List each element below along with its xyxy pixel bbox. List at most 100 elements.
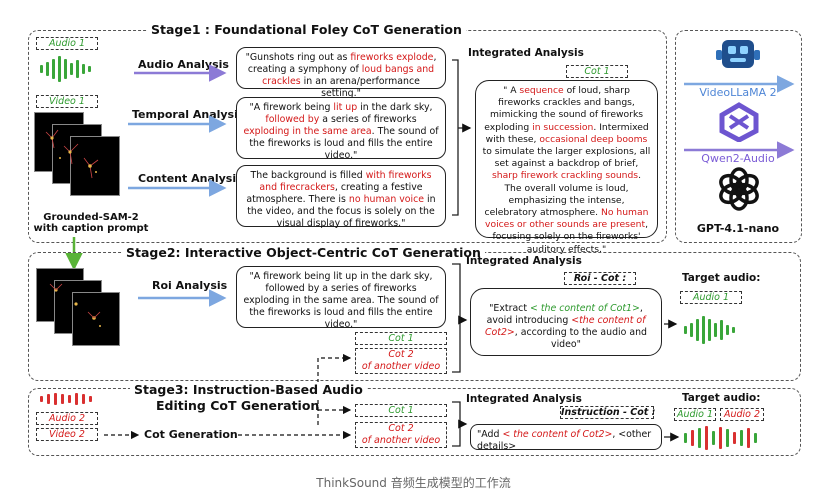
audio2-waveform bbox=[40, 392, 98, 406]
waveform-bar bbox=[696, 319, 699, 341]
text-segment: < the content of Cot2> bbox=[502, 429, 613, 440]
fireworks-sparks-2 bbox=[49, 283, 101, 327]
stage2-cot1-tag: Cot 1 bbox=[355, 332, 447, 345]
waveform-bar bbox=[733, 432, 736, 444]
text-segment: "Add bbox=[477, 429, 503, 440]
waveform-bar bbox=[754, 433, 757, 443]
roi-cot-tag: Roi - Cot : bbox=[564, 272, 636, 285]
qwen-label: Qwen2-Audio bbox=[701, 152, 775, 165]
audio1-tag: Audio 1 bbox=[36, 37, 98, 50]
waveform-bar bbox=[712, 431, 715, 445]
stage1-cot1-tag: Cot 1 bbox=[566, 65, 628, 78]
text-segment: "Gunshots ring out as bbox=[245, 52, 351, 63]
audio-analysis-label: Audio Analysis bbox=[138, 58, 229, 71]
text-segment: fireworks explode bbox=[350, 52, 434, 63]
stage3-cot2-tag: Cot 2 of another video bbox=[355, 422, 447, 448]
waveform-bar bbox=[47, 394, 50, 404]
stage3-title-line2: Editing CoT Generation bbox=[156, 398, 320, 413]
temporal-analysis-box: "A firework being lit up in the dark sky… bbox=[236, 97, 446, 161]
waveform-bar bbox=[720, 320, 723, 340]
text-segment: exploding in the same area bbox=[243, 126, 372, 137]
stage3-cot2-line1: Cot 2 bbox=[388, 423, 414, 434]
figure-caption: ThinkSound 音频生成模型的工作流 bbox=[316, 476, 511, 490]
text-segment: , creating a festive atmosphere. There i… bbox=[246, 182, 423, 205]
waveform-bar bbox=[40, 65, 43, 73]
waveform-bar bbox=[40, 396, 43, 402]
text-segment: , creating a symphony of bbox=[247, 52, 437, 75]
content-analysis-box: The background is filled with fireworks … bbox=[236, 165, 446, 229]
stage1-integrated-box: " A sequence of loud, sharp fireworks cr… bbox=[475, 80, 658, 255]
stage2-target-label: Target audio: bbox=[682, 272, 761, 284]
add-instruction-box: "Add < the content of Cot2>, <other deta… bbox=[470, 424, 662, 452]
waveform-bar bbox=[52, 59, 55, 79]
stage2-integrated-label: Integrated Analysis bbox=[466, 255, 582, 267]
fireworks-sparks-1 bbox=[45, 129, 99, 179]
text-segment: < the content of Cot1> bbox=[530, 303, 640, 314]
text-segment: . Intermixed with these, bbox=[485, 121, 649, 145]
roi-analysis-box: "A firework being lit up in the dark sky… bbox=[236, 266, 446, 330]
text-segment: , according to the audio and video" bbox=[514, 327, 647, 350]
text-segment: , avoid introducing bbox=[486, 303, 643, 326]
waveform-bar bbox=[88, 66, 91, 72]
audio2-tag: Audio 2 bbox=[36, 412, 98, 425]
text-segment: in succession bbox=[532, 121, 594, 133]
waveform-bar bbox=[70, 63, 73, 75]
waveform-bar bbox=[82, 64, 85, 74]
roi-analysis-label: Roi Analysis bbox=[152, 279, 228, 292]
instruction-cot-tag: Instruction - Cot : bbox=[560, 406, 656, 419]
stage3-title-line1: Stage3: Instruction-Based Audio bbox=[130, 382, 367, 397]
video-frame-3 bbox=[70, 136, 120, 196]
waveform-bar bbox=[61, 394, 64, 404]
text-segment: lit up bbox=[333, 102, 358, 113]
text-segment: occasional deep booms bbox=[539, 133, 648, 145]
text-segment: with fireworks and firecrackers bbox=[259, 170, 432, 193]
gpt-icon bbox=[719, 167, 759, 211]
stage2-target-waveform bbox=[684, 316, 744, 344]
video2-tag: Video 2 bbox=[36, 428, 98, 441]
videollama-label: VideoLLaMA 2 bbox=[699, 86, 777, 99]
waveform-bar bbox=[58, 56, 61, 82]
text-segment: a series of fireworks bbox=[319, 114, 417, 125]
text-segment: No human voices or other sounds are pres… bbox=[485, 207, 649, 231]
waveform-bar bbox=[89, 396, 92, 402]
audio-analysis-box: "Gunshots ring out as fireworks explode,… bbox=[236, 47, 446, 99]
text-segment: loud bangs and crackles bbox=[262, 64, 435, 87]
text-segment: "Extract bbox=[489, 303, 530, 314]
waveform-bar bbox=[726, 325, 729, 335]
waveform-bar bbox=[76, 60, 79, 78]
waveform-bar bbox=[75, 393, 78, 405]
waveform-bar bbox=[684, 433, 687, 443]
waveform-bar bbox=[691, 430, 694, 446]
text-segment: "A firework being bbox=[249, 102, 334, 113]
waveform-bar bbox=[82, 394, 85, 404]
waveform-bar bbox=[747, 428, 750, 448]
waveform-bar bbox=[54, 393, 57, 405]
text-segment: . The sound of the fireworks is loud and… bbox=[249, 126, 439, 161]
waveform-bar bbox=[719, 427, 722, 449]
qwen-icon bbox=[719, 102, 759, 142]
text-segment: in the dark sky, bbox=[357, 102, 433, 113]
waveform-bar bbox=[68, 395, 71, 403]
model-panel bbox=[675, 30, 802, 243]
waveform-bar bbox=[698, 428, 701, 448]
stage1-integrated-label: Integrated Analysis bbox=[468, 47, 584, 59]
waveform-bar bbox=[690, 323, 693, 337]
waveform-bar bbox=[740, 430, 743, 446]
stage3-cot2-line2: of another video bbox=[361, 435, 441, 446]
stage3-panel bbox=[28, 388, 801, 456]
text-segment: followed by bbox=[265, 114, 320, 125]
stage2-target-tag: Audio 1 bbox=[680, 291, 742, 304]
videollama-icon bbox=[716, 40, 760, 68]
text-segment: sequence bbox=[519, 85, 564, 96]
stage3-integrated-label: Integrated Analysis bbox=[466, 393, 582, 405]
grounded-sam-line1: Grounded-SAM-2 bbox=[43, 212, 139, 223]
stage3-target-waveform bbox=[684, 425, 760, 451]
waveform-bar bbox=[708, 319, 711, 341]
text-segment: . The overall volume is loud, emphasizin… bbox=[484, 170, 642, 219]
gpt-label: GPT-4.1-nano bbox=[696, 222, 780, 235]
text-segment: " A bbox=[503, 85, 520, 96]
stage2-title: Stage2: Interactive Object-Centric CoT G… bbox=[122, 245, 485, 260]
extract-box: "Extract < the content of Cot1>, avoid i… bbox=[470, 288, 662, 356]
waveform-bar bbox=[46, 62, 49, 76]
